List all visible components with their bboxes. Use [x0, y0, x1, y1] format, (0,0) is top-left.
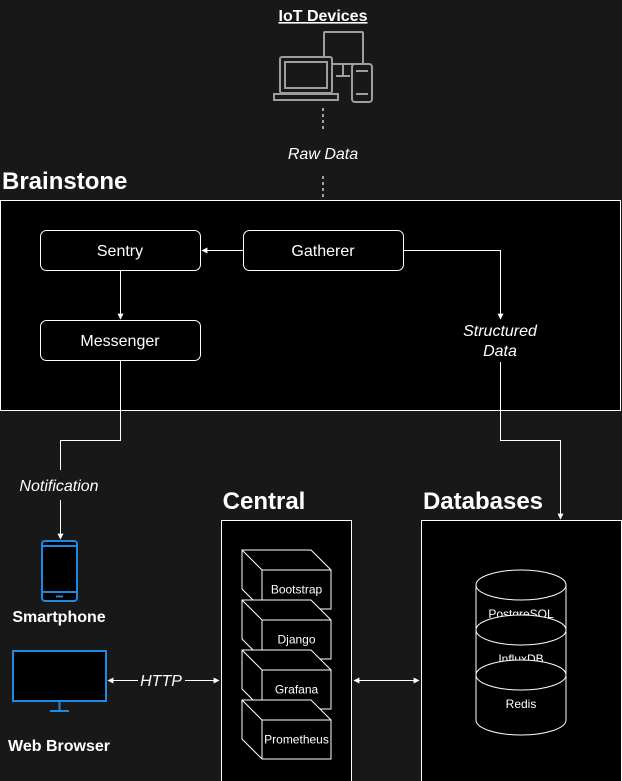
central-component-prometheus[interactable]: Prometheus — [241, 699, 332, 760]
central-component-bootstrap[interactable]: Bootstrap — [241, 549, 332, 610]
structured-data-label-line1: Structured — [463, 323, 538, 340]
iot-devices-icon — [273, 31, 373, 103]
smartphone-icon — [41, 540, 78, 602]
gatherer-structured-edge-top — [404, 250, 504, 320]
central-component-label: Prometheus — [264, 733, 329, 747]
gatherer-label: Gatherer — [291, 243, 355, 260]
messenger-node[interactable]: Messenger — [40, 320, 201, 361]
raw-data-label: Raw Data — [288, 146, 358, 163]
central-title: Central — [223, 488, 306, 515]
central-component-django[interactable]: Django — [241, 599, 332, 660]
central-component-label: Bootstrap — [271, 583, 323, 597]
central-component-label: Django — [277, 633, 315, 647]
messenger-label: Messenger — [80, 333, 160, 350]
databases-title: Databases — [423, 488, 543, 515]
central-component-label: Grafana — [275, 683, 319, 697]
messenger-notification-edge-top — [60, 361, 121, 470]
database-label: Redis — [506, 697, 537, 711]
structured-data-label-line2: Data — [483, 343, 517, 360]
web-browser-label: Web Browser — [8, 738, 110, 755]
sentry-node[interactable]: Sentry — [40, 230, 201, 271]
http-label: HTTP — [140, 673, 182, 690]
gatherer-node[interactable]: Gatherer — [243, 230, 404, 271]
structured-data-edge-bottom — [500, 362, 564, 520]
sentry-label: Sentry — [97, 243, 143, 260]
notification-label: Notification — [19, 478, 98, 495]
database-redis[interactable]: Redis — [475, 659, 567, 736]
brainstone-title: Brainstone — [2, 168, 127, 195]
iot-devices-title: IoT Devices — [279, 8, 368, 25]
smartphone-label: Smartphone — [12, 609, 105, 626]
monitor-icon — [12, 650, 107, 712]
